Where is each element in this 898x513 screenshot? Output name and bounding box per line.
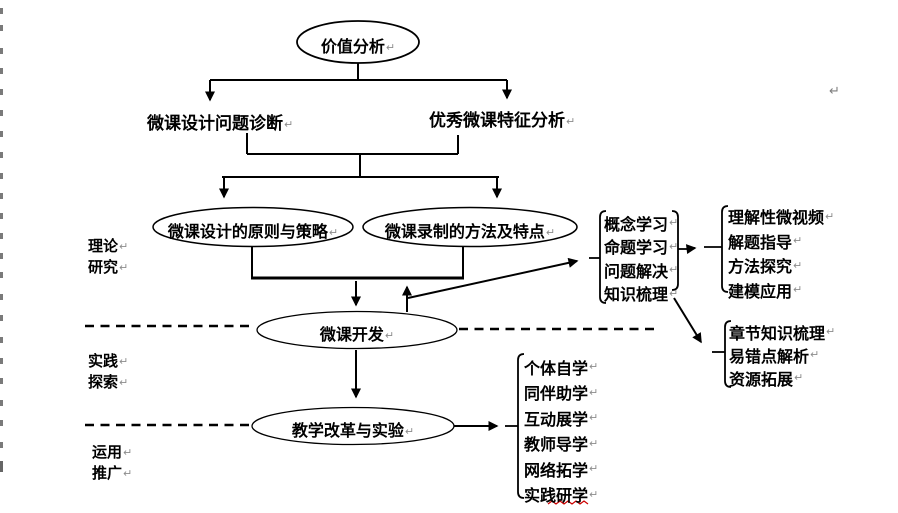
node-problem-diagnosis[interactable]: 微课设计问题诊断↵ bbox=[147, 114, 294, 134]
paragraph-mark bbox=[0, 400, 3, 406]
paragraph-mark bbox=[0, 358, 3, 364]
phase-label-practice-exploration[interactable]: 实践↵ 探索↵ bbox=[88, 351, 128, 393]
ellipse-recording-methods bbox=[362, 206, 578, 248]
video-types-list: 理解性微视频↵ 解题指导↵ 方法探究↵ 建模应用↵ bbox=[728, 204, 834, 302]
ellipse-course-development bbox=[256, 310, 458, 350]
return-mark-icon: ↵ bbox=[119, 261, 129, 274]
paragraph-mark bbox=[0, 25, 3, 31]
paragraph-mark bbox=[0, 315, 3, 321]
paragraph-mark bbox=[0, 8, 3, 14]
return-mark-icon: ↵ bbox=[669, 286, 679, 300]
return-mark-icon: ↵ bbox=[284, 118, 294, 131]
paragraph-mark bbox=[0, 193, 3, 199]
return-mark-icon: ↵ bbox=[669, 239, 679, 253]
list-item[interactable]: 概念学习↵ bbox=[604, 214, 679, 234]
phase-line: 理论↵ bbox=[88, 237, 129, 255]
return-mark-icon: ↵ bbox=[589, 487, 599, 501]
node-value-analysis[interactable]: 价值分析↵ bbox=[320, 37, 396, 56]
paragraph-mark bbox=[0, 89, 3, 95]
phase-line: 实践↵ bbox=[88, 352, 129, 370]
return-mark-icon: ↵ bbox=[793, 258, 803, 272]
paragraph-mark bbox=[0, 110, 3, 116]
list-item[interactable]: 理解性微视频↵ bbox=[728, 208, 835, 228]
phase-line: 运用↵ bbox=[92, 443, 133, 461]
list-item[interactable]: 教师导学↵ bbox=[524, 435, 599, 455]
phase-line: 推广↵ bbox=[92, 464, 133, 482]
list-item[interactable]: 章节知识梳理↵ bbox=[729, 323, 836, 343]
list-item[interactable]: 易错点解析↵ bbox=[729, 346, 820, 366]
paragraph-mark bbox=[0, 213, 3, 219]
return-mark-icon: ↵ bbox=[384, 329, 395, 342]
learning-types-list: 概念学习↵ 命题学习↵ 问题解决↵ 知识梳理↵ bbox=[604, 211, 678, 305]
return-mark-icon: ↵ bbox=[123, 446, 133, 459]
knowledge-resources-list: 章节知识梳理↵ 易错点解析↵ 资源拓展↵ bbox=[729, 320, 835, 389]
spellcheck-squiggle bbox=[547, 500, 589, 505]
paragraph-mark bbox=[0, 294, 3, 300]
list-item[interactable]: 命题学习↵ bbox=[604, 238, 679, 258]
return-mark-icon: ↵ bbox=[793, 234, 803, 248]
node-recording-methods[interactable]: 微课录制的方法及特点↵ bbox=[384, 222, 556, 241]
node-course-development[interactable]: 微课开发↵ bbox=[319, 325, 395, 344]
return-mark-icon: ↵ bbox=[589, 411, 599, 425]
return-mark-icon: ↵ bbox=[545, 226, 556, 239]
paragraph-mark bbox=[0, 461, 3, 472]
list-item[interactable]: 互动展学↵ bbox=[524, 409, 599, 429]
paragraph-mark bbox=[0, 48, 3, 54]
return-mark-icon: ↵ bbox=[829, 84, 840, 99]
return-mark-icon: ↵ bbox=[794, 371, 804, 384]
list-item[interactable]: 同伴助学↵ bbox=[524, 384, 599, 404]
node-design-principles[interactable]: 微课设计的原则与策略↵ bbox=[167, 222, 339, 241]
return-mark-icon: ↵ bbox=[119, 376, 129, 389]
paragraph-mark bbox=[0, 152, 3, 158]
list-item[interactable]: 知识梳理↵ bbox=[604, 285, 679, 305]
paragraph-mark bbox=[0, 68, 3, 74]
paragraph-mark bbox=[0, 131, 3, 137]
paragraph-mark bbox=[0, 337, 3, 343]
return-mark-icon: ↵ bbox=[589, 462, 599, 476]
return-mark-icon: ↵ bbox=[826, 325, 836, 338]
list-item[interactable]: 解题指导↵ bbox=[728, 232, 803, 252]
paragraph-mark bbox=[0, 420, 3, 426]
return-mark-icon: ↵ bbox=[589, 360, 599, 374]
return-mark-icon: ↵ bbox=[119, 240, 129, 253]
list-item[interactable]: 个体自学↵ bbox=[524, 358, 599, 378]
return-mark-icon: ↵ bbox=[589, 436, 599, 450]
node-feature-analysis[interactable]: 优秀微课特征分析↵ bbox=[429, 111, 576, 131]
list-item[interactable]: 问题解决↵ bbox=[604, 261, 679, 281]
return-mark-icon: ↵ bbox=[385, 41, 396, 54]
paragraph-mark bbox=[0, 378, 3, 384]
return-mark-icon: ↵ bbox=[119, 355, 129, 368]
paragraph-mark bbox=[0, 173, 3, 179]
return-mark-icon: ↵ bbox=[669, 216, 679, 230]
return-mark-icon: ↵ bbox=[566, 115, 576, 128]
return-mark-icon: ↵ bbox=[123, 467, 133, 480]
list-item[interactable]: 网络拓学↵ bbox=[524, 460, 599, 480]
paragraph-mark bbox=[0, 253, 3, 259]
return-mark-icon: ↵ bbox=[404, 425, 415, 438]
list-item[interactable]: 实践研学↵ bbox=[524, 486, 599, 506]
paragraph-mark bbox=[0, 442, 3, 448]
phase-line: 探索↵ bbox=[88, 373, 129, 391]
phase-label-application-promotion[interactable]: 运用↵ 推广↵ bbox=[92, 442, 132, 484]
return-mark-icon: ↵ bbox=[825, 209, 835, 223]
paragraph-mark bbox=[0, 233, 3, 239]
node-teaching-reform[interactable]: 教学改革与实验↵ bbox=[291, 421, 415, 440]
learning-modes-list: 个体自学↵ 同伴助学↵ 互动展学↵ 教师导学↵ 网络拓学↵ 实践研学↵ bbox=[524, 354, 598, 507]
phase-label-theory-research[interactable]: 理论↵ 研究↵ bbox=[88, 236, 128, 278]
phase-line: 研究↵ bbox=[88, 258, 129, 276]
return-mark-icon: ↵ bbox=[589, 385, 599, 399]
return-mark-icon: ↵ bbox=[793, 283, 803, 297]
paragraph-mark bbox=[0, 272, 3, 278]
return-mark-icon: ↵ bbox=[669, 263, 679, 277]
list-item[interactable]: 建模应用↵ bbox=[728, 281, 803, 301]
list-item[interactable]: 方法探究↵ bbox=[728, 257, 803, 277]
return-mark-icon: ↵ bbox=[328, 226, 339, 239]
list-item[interactable]: 资源拓展↵ bbox=[729, 369, 804, 389]
return-mark-icon: ↵ bbox=[810, 348, 820, 361]
